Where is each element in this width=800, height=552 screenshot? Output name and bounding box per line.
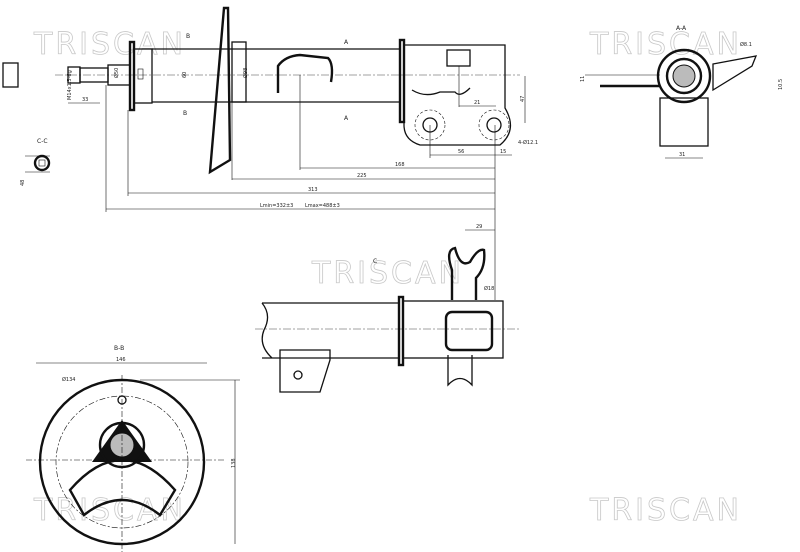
dim-thread: M14x1.5-6g — [67, 70, 73, 100]
dim-lmin: Lmin=332±3 — [260, 203, 293, 209]
dim-21: 21 — [474, 100, 480, 106]
dim-146: 146 — [116, 357, 126, 363]
dim-50: Ø50 — [113, 68, 120, 78]
section-a-a: A-A 11 Ø8.1 10.5 31 — [580, 25, 784, 159]
dim-15: 15 — [500, 149, 506, 155]
nut — [2, 62, 19, 88]
dim-holes: 4-Ø12.1 — [518, 139, 538, 146]
section-b-b-label: B-B — [114, 345, 124, 352]
watermark-top-right: TRISCAN — [589, 27, 742, 62]
section-b-mark-lower: B — [183, 110, 187, 117]
strut-side-view: B B A A — [2, 6, 520, 175]
dim-8-1: Ø8.1 — [740, 41, 752, 48]
dim-225: 225 — [357, 173, 367, 179]
dim-98: Ø98 — [242, 68, 249, 78]
section-b-mark: B — [186, 33, 190, 40]
dim-60: 60 — [182, 72, 188, 78]
dimension-lines: 168 225 313 Lmin=332±3 Lmax=488±3 56 15 … — [67, 66, 538, 300]
section-b-b: B-B 146 138 Ø134 — [26, 345, 240, 552]
dim-168: 168 — [395, 162, 405, 168]
dim-138: 138 — [231, 458, 237, 468]
watermark-top-left: TRISCAN — [33, 27, 186, 62]
section-c-c-label: C-C — [37, 138, 48, 145]
knuckle-bracket-view: 29 Ø18 C — [255, 224, 520, 393]
watermark-center: TRISCAN — [311, 256, 464, 291]
section-a-mark-lower: A — [344, 115, 349, 122]
section-a-mark: A — [344, 39, 349, 46]
dim-lmax: Lmax=488±3 — [305, 203, 340, 209]
dim-134: Ø134 — [62, 376, 75, 383]
section-a-a-label: A-A — [676, 25, 687, 32]
dim-10-5: 10.5 — [778, 79, 784, 90]
section-c-c: C-C 48 — [20, 138, 51, 186]
dim-11: 11 — [580, 76, 586, 82]
dim-313: 313 — [308, 187, 318, 193]
dim-48: 48 — [20, 180, 26, 186]
section-c-mark: C — [373, 258, 377, 265]
dim-29: 29 — [476, 224, 482, 230]
dim-47: 47 — [520, 96, 526, 102]
dim-56: 56 — [458, 149, 464, 155]
dim-31: 31 — [679, 152, 685, 158]
dim-18: Ø18 — [484, 285, 494, 292]
watermark-bottom-left: TRISCAN — [33, 493, 186, 528]
watermark-bottom-right: TRISCAN — [589, 493, 742, 528]
dim-33: 33 — [82, 97, 88, 103]
